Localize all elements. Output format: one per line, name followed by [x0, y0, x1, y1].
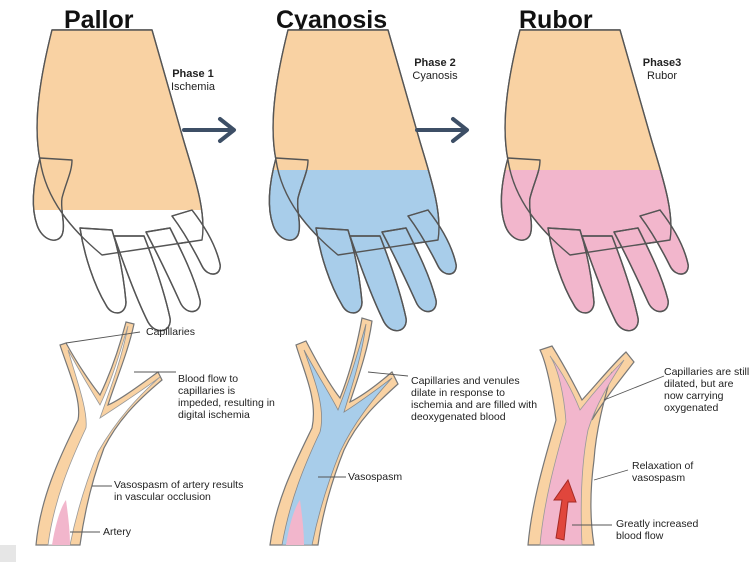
- hand-pallor: [33, 30, 220, 331]
- hand-rubor: [501, 30, 688, 331]
- vessel-pallor: [36, 322, 162, 545]
- label-capillaries-1: Capillaries: [146, 326, 195, 338]
- label-capillaries-dilate: Capillaries and venules dilate in respon…: [411, 375, 541, 423]
- corner-artifact: [0, 545, 16, 562]
- label-vasospasm-2: Vasospasm: [348, 471, 402, 483]
- hand-cyanosis: [269, 30, 456, 331]
- label-vasospasm-occlusion: Vasospasm of artery results in vascular …: [114, 479, 244, 503]
- vessel-cyanosis: [270, 318, 398, 545]
- label-artery: Artery: [103, 526, 131, 538]
- arrow-phase2-to-3: [417, 119, 467, 141]
- arrow-phase1-to-2: [184, 119, 234, 141]
- label-relaxation-vasospasm: Relaxation of vasospasm: [632, 460, 712, 484]
- label-increased-blood-flow: Greatly increased blood flow: [616, 518, 706, 542]
- label-blood-flow-impeded: Blood flow to capillaries is impeded, re…: [178, 373, 278, 421]
- label-capillaries-still-dilated: Capillaries are still dilated, but are n…: [664, 366, 754, 414]
- vessel-rubor: [528, 346, 634, 545]
